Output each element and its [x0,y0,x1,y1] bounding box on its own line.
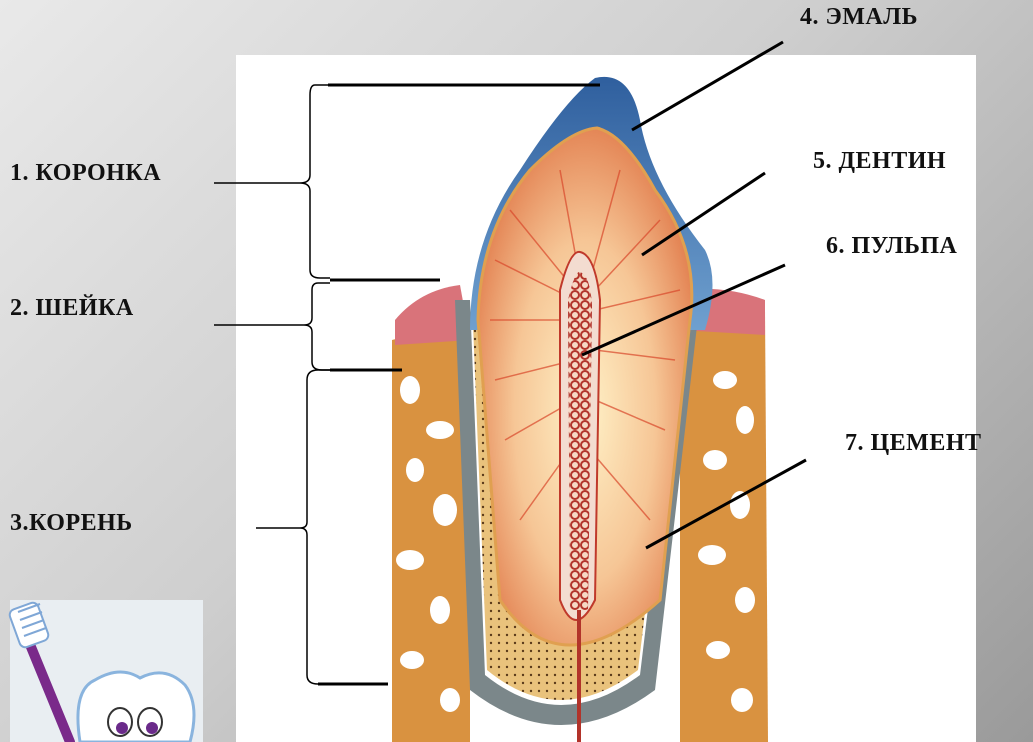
pulp [568,272,592,610]
label-enamel: 4. ЭМАЛЬ [800,4,918,31]
label-crown: 1. КОРОНКА [10,160,161,187]
label-pulp: 6. ПУЛЬПА [826,233,957,260]
label-neck: 2. ШЕЙКА [10,295,134,322]
label-root: 3.КОРЕНЬ [10,510,133,537]
label-cement: 7. ЦЕМЕНТ [845,430,982,457]
label-dentin: 5. ДЕНТИН [813,148,946,175]
tooth-with-toothbrush-icon [8,600,203,742]
